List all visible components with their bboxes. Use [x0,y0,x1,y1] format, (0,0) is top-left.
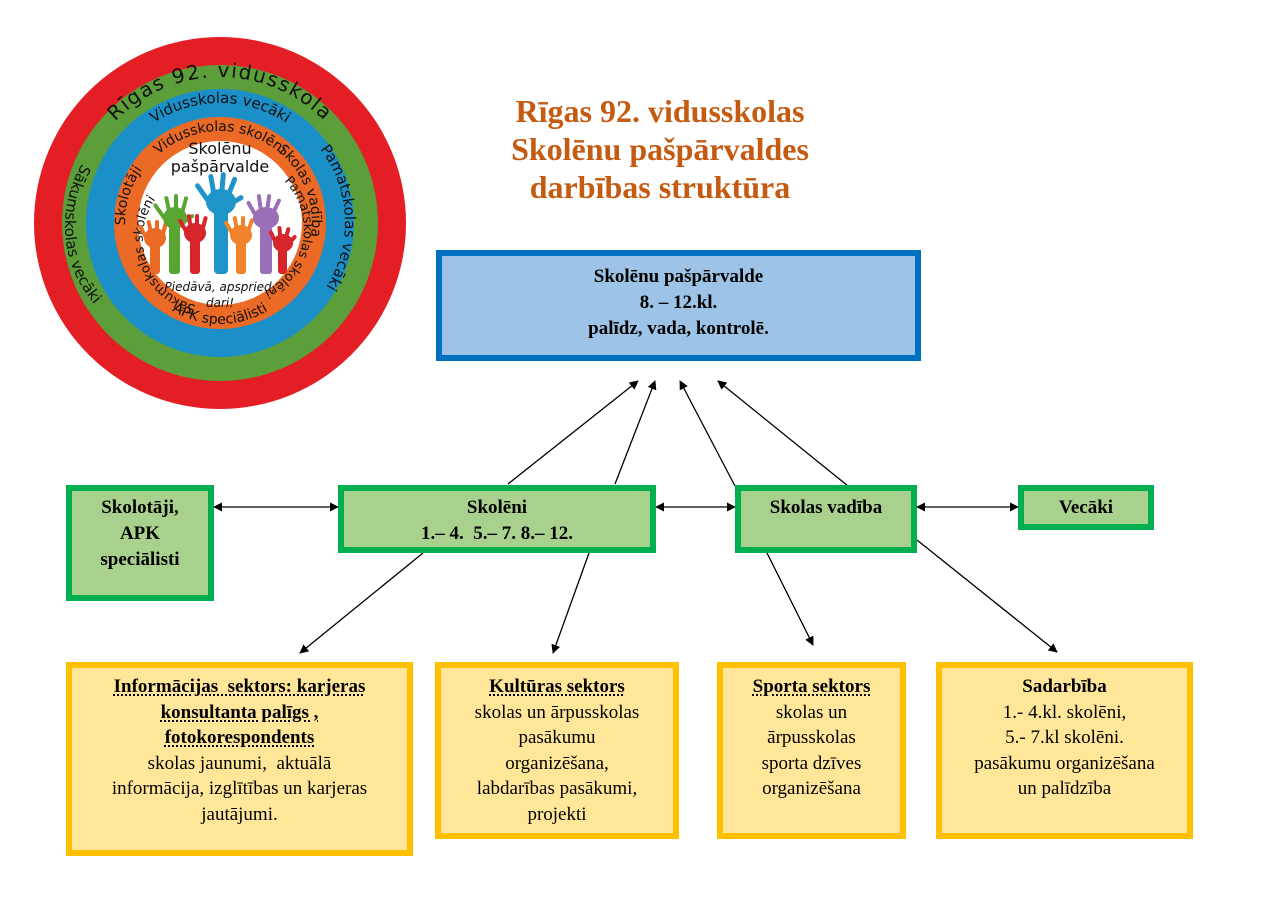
student-council-box: Skolēnu pašpārvalde 8. – 12.kl. palīdz, … [436,250,921,361]
hand-icon-purple [246,194,281,274]
diagram-title: Rīgas 92. vidusskolas Skolēnu pašpārvald… [440,92,880,206]
culture-sector-body-2: pasākumu [518,727,596,748]
teachers-line-2: APK [119,523,161,544]
logo-motto-2: dari! [206,296,234,310]
sports-sector-box: Sporta sektors skolas un ārpusskolas spo… [717,662,906,839]
arrow-students-to-council-1 [507,380,639,485]
diagram-title-line-2: Skolēnu pašpārvaldes [511,131,809,167]
hands-illustration [138,172,297,274]
arrow-to-info-sector [299,552,424,654]
teachers-line-3: speciālisti [100,549,180,570]
arrow-management-to-council-1 [679,380,736,487]
students-title: Skolēni [466,497,528,518]
student-council-title: Skolēnu pašpārvalde [593,266,764,287]
info-sector-body-1: skolas jaunumi, aktuālā [147,752,332,774]
arrow-students-to-council-2 [614,380,657,485]
cooperation-sector-body-2: 5.- 7.kl skolēni. [1005,727,1124,748]
diagram-title-line-1: Rīgas 92. vidusskolas [515,93,805,129]
cooperation-sector-body-4: un palīdzība [1017,778,1112,799]
hand-icon-red [178,214,208,274]
hand-icon-red-2 [268,226,297,274]
info-sector-body-2: informācija, izglītības un karjeras [111,778,368,799]
sports-sector-heading: Sporta sektors [752,676,871,697]
info-sector-heading-1: Informācijas sektors: karjeras [113,676,366,697]
cooperation-sector-body-3: pasākumu organizēšana [974,752,1155,774]
culture-sector-heading: Kultūras sektors [489,676,625,697]
info-sector-heading-3: fotokorespondents [164,727,315,748]
sports-sector-body-1: skolas un [775,701,848,723]
culture-sector-body-4: labdarības pasākumi, [476,778,638,799]
logo-center-title-1: Skolēnu [188,139,251,158]
logo-center-title-2: pašpārvalde [171,157,270,176]
sports-sector-body-2: ārpusskolas [767,727,856,748]
info-sector-box: Informācijas sektors: karjeras konsultan… [66,662,413,856]
hand-icon-orange [138,220,168,274]
logo-motto-1: Piedāvā, apspried, [165,280,276,294]
diagram-title-line-3: darbības struktūra [529,169,791,205]
info-sector-heading-2: konsultanta palīgs , [160,701,319,723]
teachers-line-1: Skolotāji, [101,497,179,518]
hand-icon-blue [195,172,244,274]
parents-box: Vecāki [1018,485,1154,530]
arrow-management-to-council-2 [717,380,849,487]
student-council-grades: 8. – 12.kl. [639,292,718,313]
arrow-to-cooperation-sector [916,539,1058,653]
management-box: Skolas vadība [735,485,917,553]
cooperation-sector-body-1: 1.- 4.kl. skolēni, [1002,701,1127,723]
logo: Rīgas 92. vidusskola Vidusskolas vecāki … [34,37,406,409]
management-title: Skolas vadība [769,497,883,518]
culture-sector-body-3: organizēšana, [505,752,609,774]
info-sector-body-3: jautājumi. [201,803,278,825]
sports-sector-body-4: organizēšana [762,778,861,799]
arrow-to-sports-sector [766,552,814,646]
hand-icon-orange-2 [224,216,254,274]
culture-sector-body-5: projekti [527,803,587,825]
sports-sector-body-3: sporta dzīves [761,752,862,774]
arrow-to-culture-sector [551,552,590,654]
parents-title: Vecāki [1058,497,1114,518]
students-grades: 1.– 4. 5.– 7. 8.– 12. [421,523,573,544]
student-council-role: palīdz, vada, kontrolē. [588,318,769,339]
cooperation-sector-box: Sadarbība 1.- 4.kl. skolēni, 5.- 7.kl sk… [936,662,1193,839]
teachers-box: Skolotāji, APK speciālisti [66,485,214,601]
students-box: Skolēni 1.– 4. 5.– 7. 8.– 12. [338,485,656,553]
cooperation-sector-heading: Sadarbība [1022,676,1107,697]
culture-sector-body-1: skolas un ārpusskolas [474,701,640,723]
culture-sector-box: Kultūras sektors skolas un ārpusskolas p… [435,662,679,839]
